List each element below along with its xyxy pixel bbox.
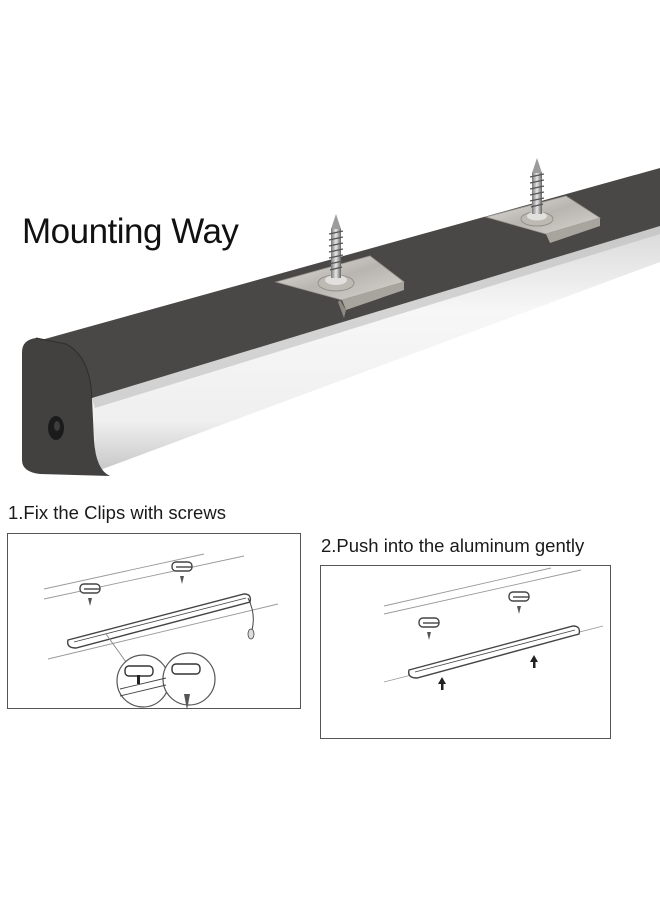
product-illustration: [22, 158, 660, 476]
step-2-diagram: [320, 565, 611, 739]
detail-callout: [116, 652, 216, 708]
screw-icon: [520, 158, 554, 227]
step-2-drawing: [383, 567, 604, 690]
screw-icon: [317, 214, 355, 292]
mounting-clip-icon: [79, 561, 193, 594]
screw-icon: [88, 576, 184, 606]
page-title: Mounting Way: [22, 212, 239, 251]
screw-icon: [184, 694, 190, 710]
step-1-drawing: [43, 553, 279, 710]
step-1-diagram: [7, 533, 301, 710]
push-arrow-icon: [438, 655, 538, 690]
mounting-clip-icon: [418, 591, 530, 628]
step-1-caption: 1.Fix the Clips with screws: [8, 502, 226, 523]
channel-icon: [407, 625, 581, 679]
diffuser: [92, 226, 660, 470]
channel-icon: [66, 593, 252, 649]
step-2-caption: 2.Push into the aluminum gently: [321, 535, 585, 556]
screw-icon: [427, 606, 521, 640]
